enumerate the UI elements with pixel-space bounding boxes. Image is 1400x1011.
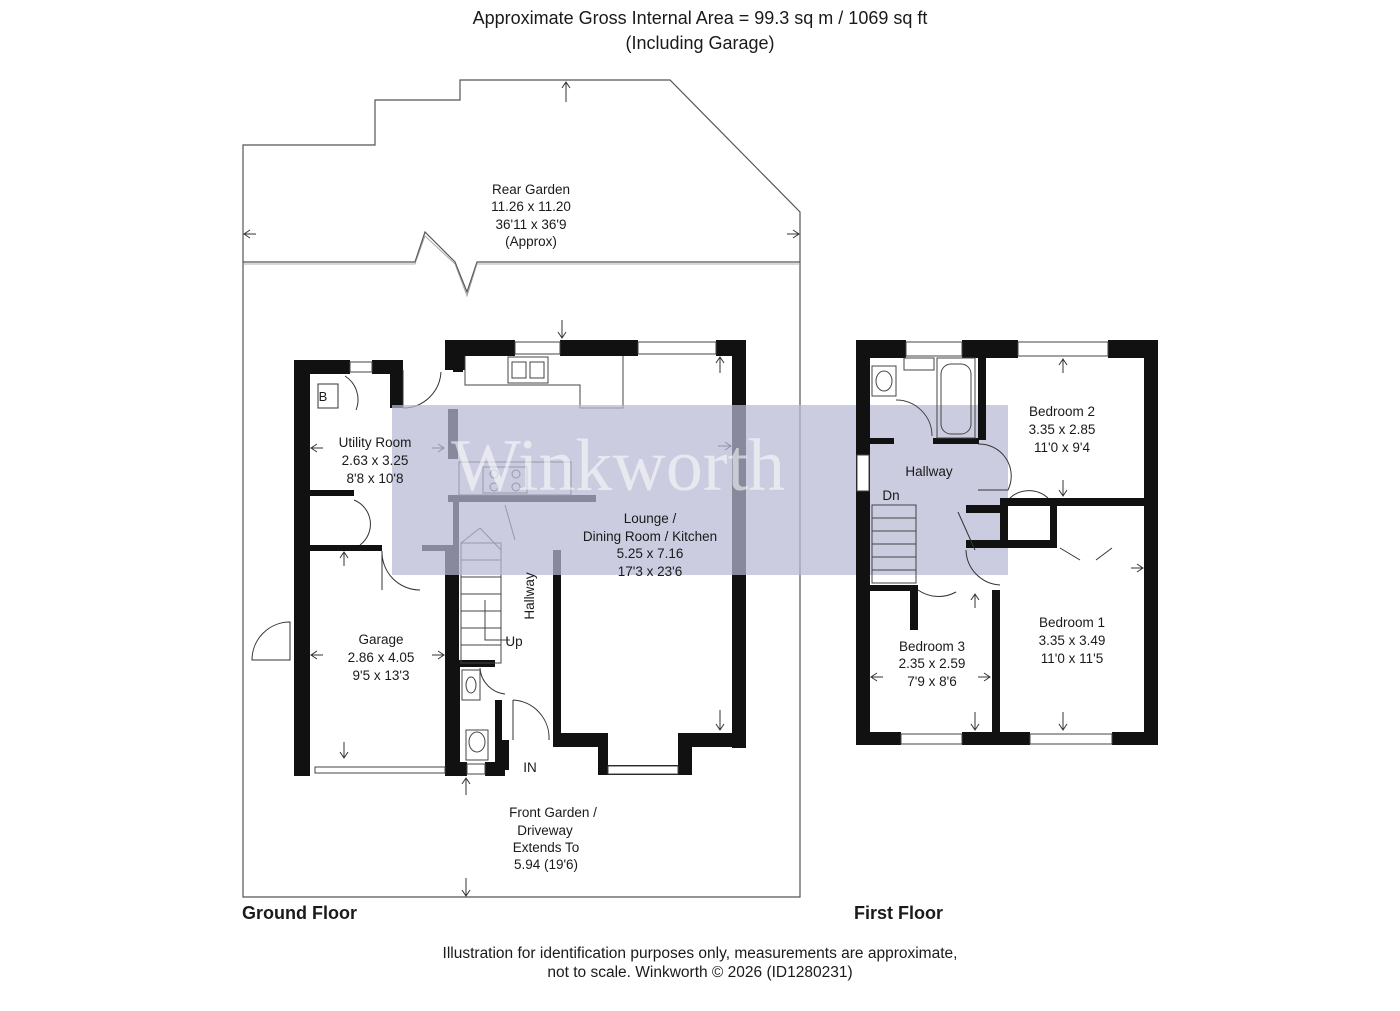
lounge-imperial: 17'3 x 23'6	[618, 564, 682, 579]
first-floor-label: First Floor	[854, 903, 943, 923]
disclaimer-line-2: not to scale. Winkworth © 2026 (ID128023…	[547, 964, 853, 981]
ground-hallway-name: Hallway	[522, 572, 537, 620]
bedroom-1-metric: 3.35 x 3.49	[1039, 633, 1106, 648]
entrance-label: IN	[523, 760, 537, 775]
rear-garden-metric: 11.26 x 11.20	[491, 199, 571, 214]
front-garden-name-line1: Front Garden /	[509, 805, 597, 820]
garage-note-text: (Including Garage)	[625, 33, 775, 53]
first-stairs-down-label: Dn	[882, 488, 899, 503]
bedroom-1-imperial: 11'0 x 11'5	[1041, 651, 1103, 666]
utility-room-imperial: 8'8 x 10'8	[347, 471, 404, 486]
rear-garden-imperial: 36'11 x 36'9	[496, 217, 567, 232]
bedroom-3-name: Bedroom 3	[899, 639, 965, 654]
ground-stairs-up-label: Up	[505, 634, 522, 649]
ground-floor-windows	[314, 341, 717, 775]
garage-metric: 2.86 x 4.05	[348, 650, 415, 665]
lounge-metric: 5.25 x 7.16	[617, 546, 684, 561]
bedroom-3-metric: 2.35 x 2.59	[899, 656, 966, 671]
boiler-mark: B	[319, 389, 328, 404]
rear-garden-name: Rear Garden	[492, 182, 570, 197]
ground-floor-plan: Winkworth Rear Garden 11.26 x 11.20 36'1…	[242, 79, 1008, 898]
bedroom-2-metric: 3.35 x 2.85	[1029, 422, 1096, 437]
first-floor-windows	[856, 341, 1113, 745]
rear-garden-note: (Approx)	[505, 234, 557, 249]
rear-garden-outline	[242, 79, 801, 898]
garage-imperial: 9'5 x 13'3	[353, 668, 410, 683]
disclaimer-line-1: Illustration for identification purposes…	[442, 945, 958, 962]
wc-fixtures	[461, 669, 489, 761]
rear-garden-dimension-marks	[243, 81, 800, 897]
bedroom-1-name: Bedroom 1	[1039, 615, 1105, 630]
bedroom-2-name: Bedroom 2	[1029, 404, 1095, 419]
gross-area-text: Approximate Gross Internal Area = 99.3 s…	[472, 8, 928, 28]
first-floor-doors	[917, 443, 1113, 597]
bathroom-fixtures	[871, 357, 976, 439]
first-floor-plan: Bedroom 2 3.35 x 2.85 11'0 x 9'4 Hallway…	[856, 340, 1158, 745]
lounge-name-line1: Lounge /	[624, 511, 677, 526]
first-hallway-name: Hallway	[905, 464, 953, 479]
bedroom-2-imperial: 11'0 x 9'4	[1034, 440, 1090, 455]
front-garden-name-line3: Extends To	[513, 840, 580, 855]
garage-name: Garage	[358, 632, 403, 647]
watermark-band	[392, 405, 1008, 575]
ground-floor-doors	[344, 370, 550, 741]
boiler-box	[317, 383, 339, 409]
bedroom-3-imperial: 7'9 x 8'6	[907, 674, 956, 689]
first-floor-walls	[856, 340, 1158, 745]
utility-room-metric: 2.63 x 3.25	[342, 453, 409, 468]
watermark-text: Winkworth	[451, 425, 785, 507]
front-garden-size: 5.94 (19'6)	[514, 857, 578, 872]
utility-room-name: Utility Room	[339, 435, 412, 450]
first-floor-dimension-marks	[870, 358, 1144, 731]
front-garden-name-line2: Driveway	[517, 823, 573, 838]
garage-side-door	[251, 621, 291, 661]
first-floor-stairs	[871, 504, 917, 584]
garden-boundary-line	[243, 230, 800, 294]
lounge-name-line2: Dining Room / Kitchen	[583, 529, 717, 544]
ground-floor-label: Ground Floor	[242, 903, 357, 923]
